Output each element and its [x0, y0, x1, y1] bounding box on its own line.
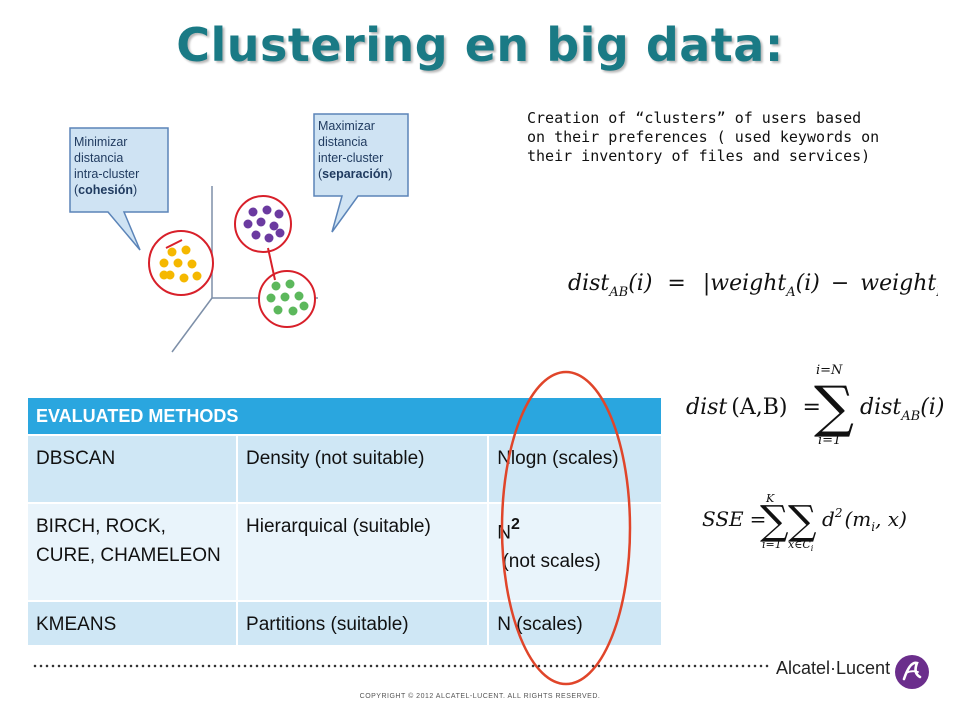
- svg-text:SSE=: SSE=: [702, 507, 766, 531]
- callout-right: Maximizar distancia inter-cluster (separ…: [313, 113, 409, 233]
- footer-divider: [32, 664, 770, 668]
- cluster-purple: [234, 195, 292, 253]
- callout-left-line1: Minimizar: [74, 135, 127, 149]
- callout-left-line4: (cohesión): [74, 183, 137, 197]
- table-header: EVALUATED METHODS: [28, 398, 661, 435]
- formula-dist-ab: distAB(i) = |weightA(i) − weightB(i)|: [568, 271, 938, 300]
- table-row: KMEANS Partitions (suitable) N (scales): [28, 600, 661, 645]
- formula-dist-sum: i=N dist(A,B) = ∑ i=1 distAB(i): [686, 363, 944, 448]
- complexity-note: (not scales): [502, 551, 601, 573]
- table-row: DBSCAN Density (not suitable) Nlogn (sca…: [28, 434, 661, 503]
- complexity-exponent: 2: [510, 516, 520, 533]
- axis-depth: [171, 297, 213, 353]
- method-name: BIRCH, ROCK, CURE, CHAMELEON: [28, 502, 238, 601]
- svg-text:i=1: i=1: [762, 538, 782, 551]
- methods-table: EVALUATED METHODS DBSCAN Density (not su…: [28, 398, 661, 645]
- method-type: Hierarquical (suitable): [236, 502, 489, 601]
- method-name: DBSCAN: [28, 434, 238, 503]
- svg-text:distAB(i): distAB(i): [860, 395, 944, 424]
- intra-distance-arrow: [165, 239, 183, 249]
- inter-distance-arrow: [267, 247, 276, 281]
- intro-text: Creation of “clusters” of users based on…: [527, 109, 880, 165]
- table-header-row: EVALUATED METHODS: [28, 398, 661, 435]
- callout-right-line1: Maximizar: [318, 119, 375, 133]
- complexity-base: N: [497, 522, 511, 544]
- callout-right-line2: distancia: [318, 135, 367, 149]
- method-complexity: N (scales): [487, 600, 661, 645]
- svg-text:d2(mi, x): d2(mi, x): [822, 506, 907, 534]
- svg-text:∑: ∑: [788, 498, 817, 544]
- svg-text:i=N: i=N: [816, 363, 843, 378]
- svg-text:dist(A,B) =: dist(A,B) =: [686, 395, 821, 420]
- page-title: Clustering en big data:: [176, 18, 784, 72]
- method-complexity: N2 (not scales): [487, 502, 661, 601]
- copyright-notice: COPYRIGHT © 2012 ALCATEL-LUCENT. ALL RIG…: [359, 693, 601, 700]
- callout-left-line2: distancia: [74, 151, 123, 165]
- callout-left: Minimizar distancia intra-cluster (cohes…: [69, 127, 169, 251]
- svg-text:∑: ∑: [814, 375, 854, 440]
- method-complexity: Nlogn (scales): [487, 434, 661, 503]
- table-row: BIRCH, ROCK, CURE, CHAMELEON Hierarquica…: [28, 502, 661, 601]
- svg-text:distAB(i) = |weightA(i: distAB(i) = |weightA(i) − weightB(i)|: [568, 271, 938, 300]
- brand-name: Alcatel·Lucent: [776, 658, 891, 678]
- cluster-yellow: [148, 230, 214, 296]
- method-name: KMEANS: [28, 600, 238, 645]
- alcatel-lucent-logo-icon: [895, 655, 929, 689]
- cluster-diagram: Minimizar distancia intra-cluster (cohes…: [69, 113, 409, 353]
- svg-text:x∈Ci: x∈Ci: [788, 538, 814, 553]
- callout-right-line4: (separación): [318, 167, 392, 181]
- svg-text:i=1: i=1: [818, 433, 841, 448]
- svg-text:∑: ∑: [760, 498, 789, 544]
- svg-text:K: K: [765, 492, 775, 505]
- method-type: Density (not suitable): [236, 434, 489, 503]
- callout-left-line3: intra-cluster: [74, 167, 139, 181]
- callout-right-line3: inter-cluster: [318, 151, 383, 165]
- method-type: Partitions (suitable): [236, 600, 489, 645]
- cluster-green: [258, 247, 316, 328]
- formula-sse: K SSE= ∑ ∑ i=1 x∈Ci d2(mi, x): [702, 492, 907, 553]
